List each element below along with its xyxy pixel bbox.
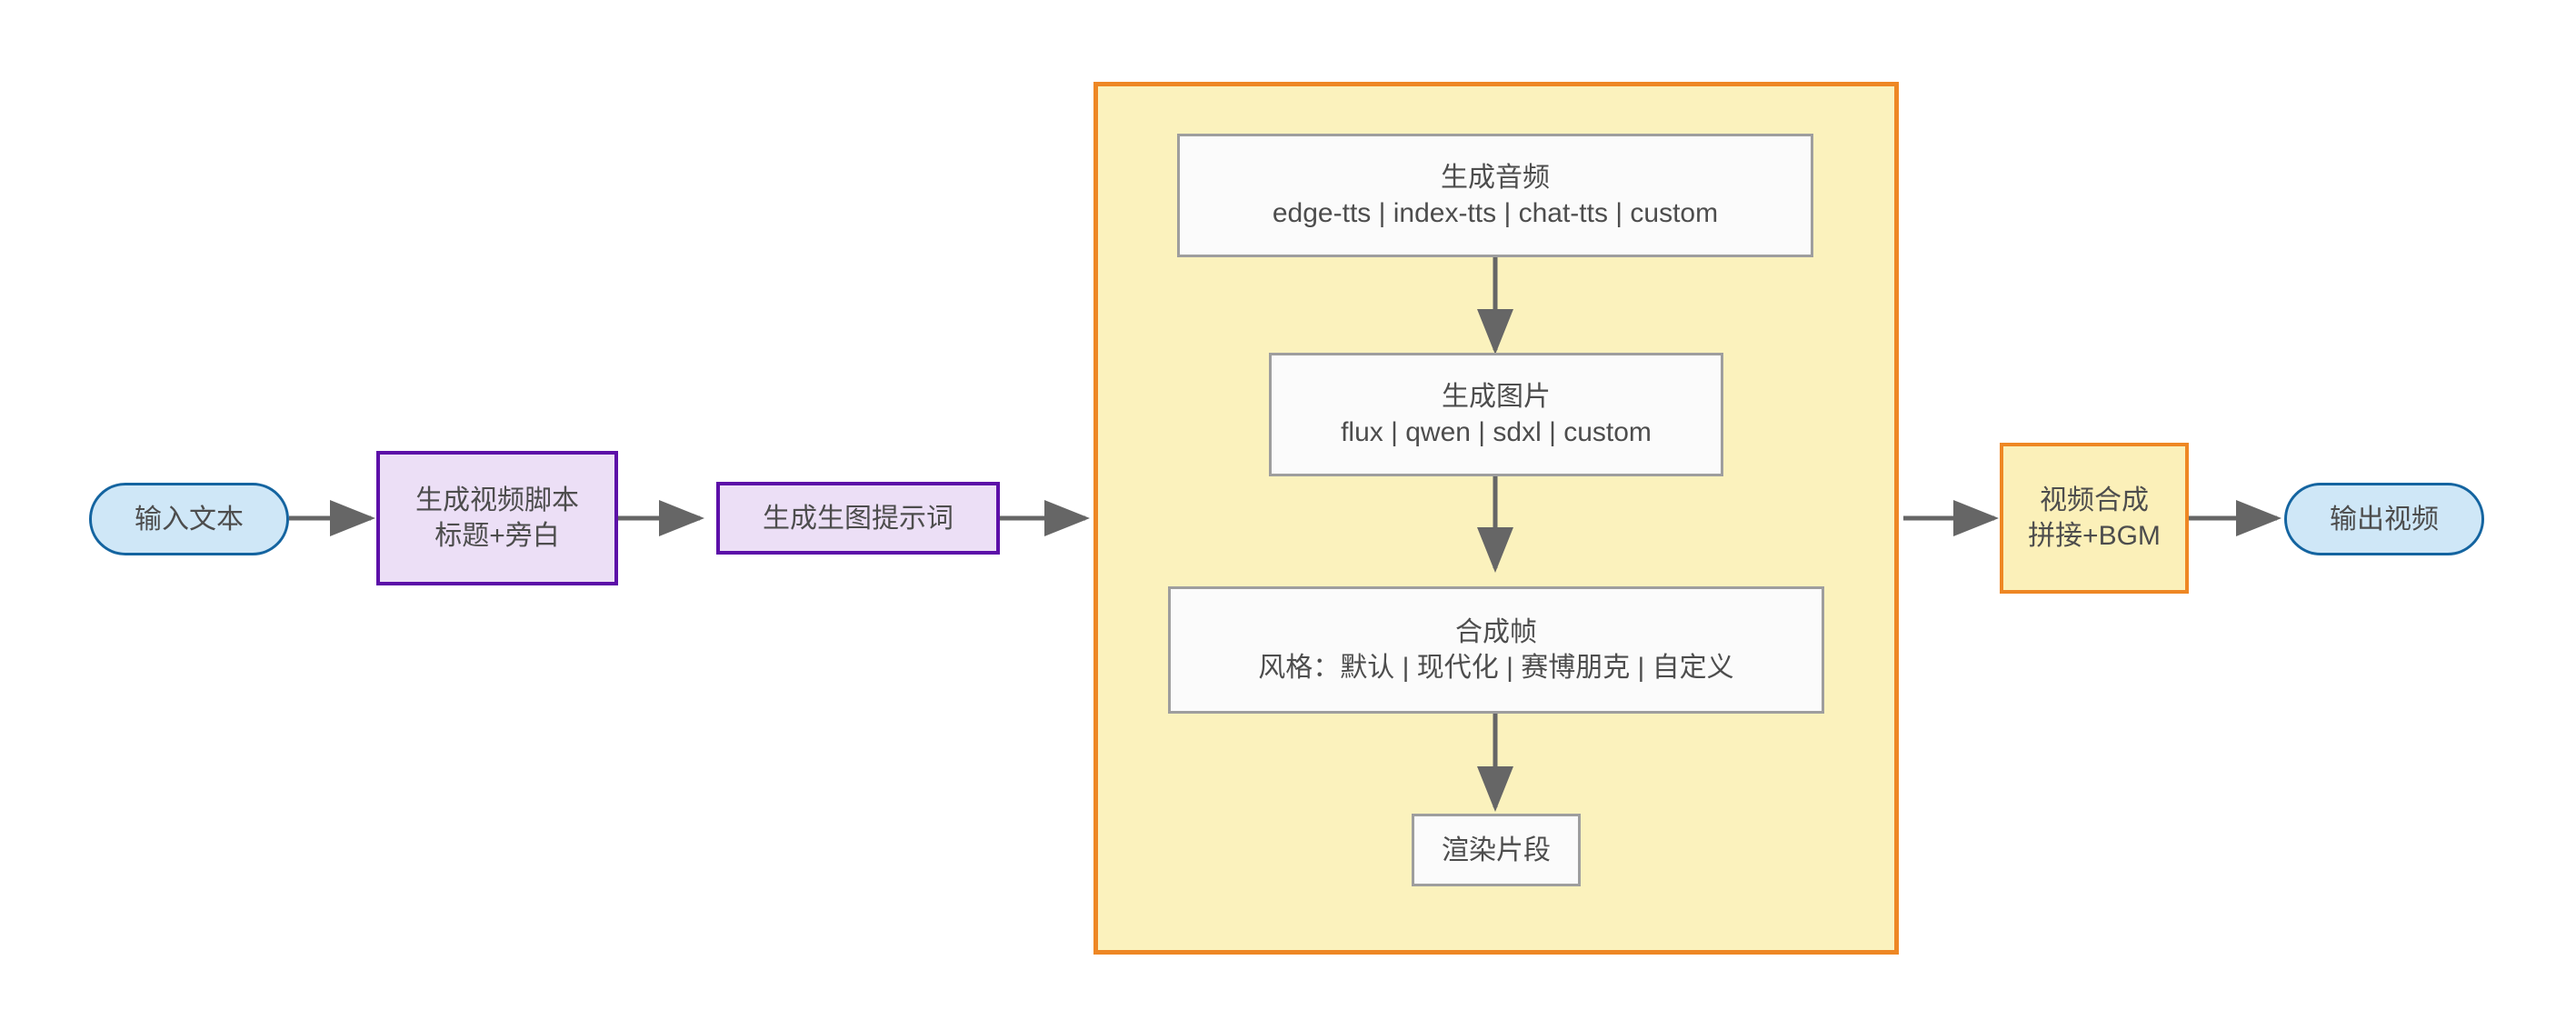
- node-generate-script[interactable]: 生成视频脚本 标题+旁白: [376, 451, 618, 585]
- node-generate-audio-line2: edge-tts | index-tts | chat-tts | custom: [1272, 198, 1719, 228]
- node-compose-frame[interactable]: 合成帧 风格：默认 | 现代化 | 赛博朋克 | 自定义: [1168, 586, 1824, 714]
- node-compose-frame-line1: 合成帧: [1455, 617, 1537, 647]
- node-output-video-label: 输出视频: [2330, 504, 2439, 535]
- node-render-clip-label: 渲染片段: [1442, 835, 1551, 865]
- node-generate-image[interactable]: 生成图片 flux | qwen | sdxl | custom: [1269, 353, 1723, 476]
- node-generate-prompt[interactable]: 生成生图提示词: [716, 482, 1000, 555]
- node-render-clip[interactable]: 渲染片段: [1412, 814, 1581, 886]
- node-generate-prompt-label: 生成生图提示词: [763, 503, 954, 534]
- node-input-text-label: 输入文本: [135, 504, 244, 535]
- node-generate-image-line2: flux | qwen | sdxl | custom: [1341, 417, 1652, 447]
- node-output-video[interactable]: 输出视频: [2284, 483, 2484, 555]
- node-input-text[interactable]: 输入文本: [89, 483, 289, 555]
- node-video-merge[interactable]: 视频合成 拼接+BGM: [2000, 443, 2189, 594]
- node-generate-audio[interactable]: 生成音频 edge-tts | index-tts | chat-tts | c…: [1177, 134, 1813, 257]
- node-generate-script-line1: 生成视频脚本: [415, 485, 579, 515]
- node-video-merge-line1: 视频合成: [2040, 485, 2149, 515]
- node-generate-script-line2: 标题+旁白: [434, 521, 560, 551]
- node-video-merge-line2: 拼接+BGM: [2028, 521, 2161, 551]
- node-compose-frame-line2: 风格：默认 | 现代化 | 赛博朋克 | 自定义: [1258, 653, 1734, 683]
- node-generate-image-line1: 生成图片: [1442, 382, 1551, 412]
- node-generate-audio-line1: 生成音频: [1441, 163, 1550, 193]
